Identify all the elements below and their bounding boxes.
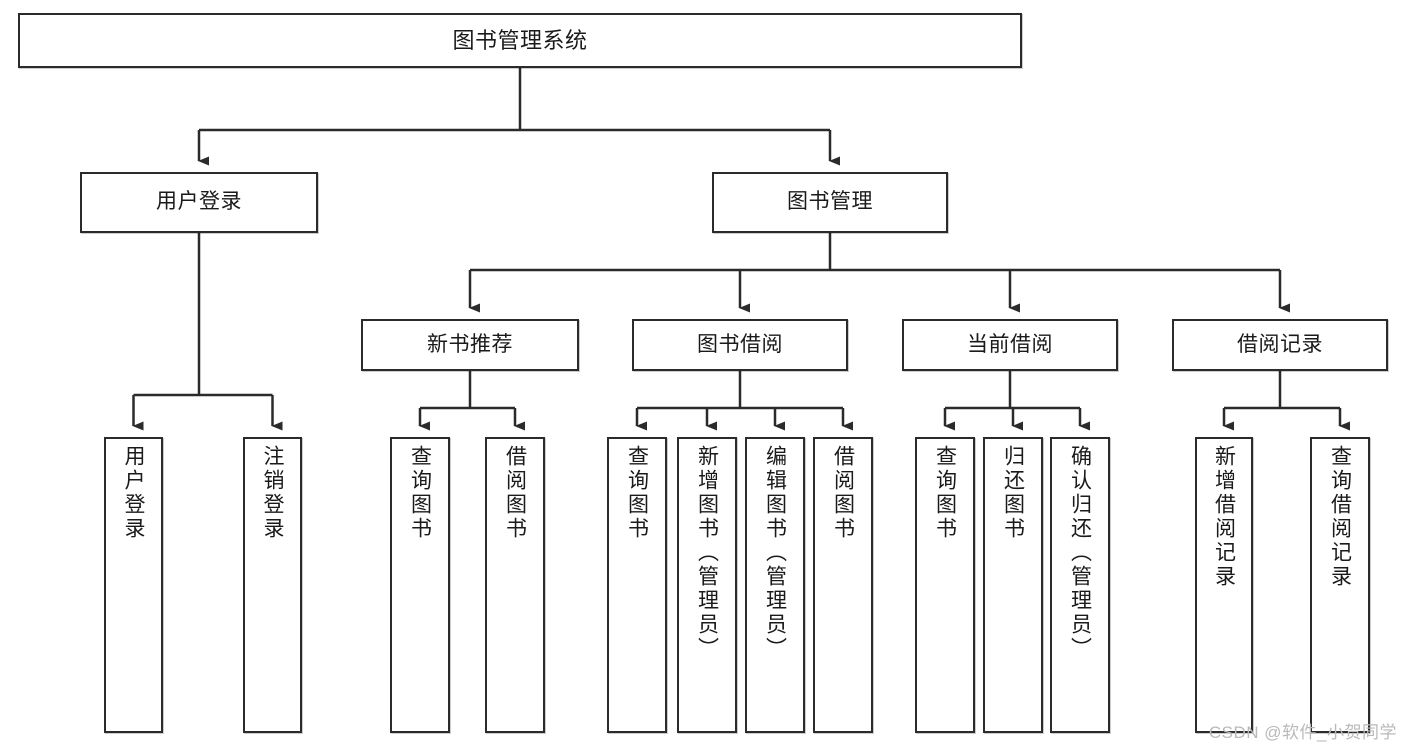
node-leaf-return-book[interactable]: 归还图书 — [983, 437, 1043, 733]
node-label-leaf-add-record: 新增借阅记录 — [1212, 445, 1236, 589]
node-label-leaf-edit-book: 编辑图书（管理员） — [763, 445, 787, 661]
node-label-leaf-borrow-book-1: 借阅图书 — [503, 445, 527, 541]
node-label-new-book-rec: 新书推荐 — [427, 332, 513, 356]
csdn-watermark: CSDN @软件_小贺同学 — [1208, 723, 1397, 742]
node-leaf-user-login[interactable]: 用户登录 — [104, 437, 163, 733]
node-label-leaf-confirm-return: 确认归还（管理员） — [1068, 445, 1092, 661]
node-label-book-borrow: 图书借阅 — [697, 332, 783, 356]
node-label-user-login: 用户登录 — [156, 190, 242, 214]
node-label-leaf-query-book-3: 查询图书 — [933, 445, 957, 541]
node-label-leaf-user-login: 用户登录 — [122, 445, 145, 541]
node-label-leaf-add-book: 新增图书（管理员） — [695, 445, 719, 661]
node-label-leaf-borrow-book-2: 借阅图书 — [831, 445, 855, 541]
node-leaf-borrow-book-1[interactable]: 借阅图书 — [485, 437, 545, 733]
node-book-manage[interactable]: 图书管理 — [712, 172, 948, 233]
node-label-root: 图书管理系统 — [452, 27, 588, 53]
node-current-borrow[interactable]: 当前借阅 — [902, 319, 1118, 371]
node-leaf-query-book-1[interactable]: 查询图书 — [390, 437, 450, 733]
node-label-leaf-query-book-2: 查询图书 — [625, 445, 649, 541]
node-leaf-user-logout[interactable]: 注销登录 — [243, 437, 302, 733]
node-leaf-query-record[interactable]: 查询借阅记录 — [1310, 437, 1370, 733]
node-label-leaf-query-book-1: 查询图书 — [408, 445, 432, 541]
node-label-leaf-query-record: 查询借阅记录 — [1328, 445, 1352, 589]
node-label-book-manage: 图书管理 — [787, 190, 873, 214]
node-root[interactable]: 图书管理系统 — [18, 13, 1022, 68]
node-leaf-confirm-return[interactable]: 确认归还（管理员） — [1050, 437, 1110, 733]
node-leaf-borrow-book-2[interactable]: 借阅图书 — [813, 437, 873, 733]
node-leaf-add-record[interactable]: 新增借阅记录 — [1195, 437, 1253, 733]
node-label-leaf-user-logout: 注销登录 — [261, 445, 284, 541]
node-new-book-rec[interactable]: 新书推荐 — [361, 319, 579, 371]
node-leaf-query-book-2[interactable]: 查询图书 — [607, 437, 667, 733]
node-borrow-record[interactable]: 借阅记录 — [1172, 319, 1388, 371]
node-book-borrow[interactable]: 图书借阅 — [632, 319, 848, 371]
node-label-borrow-record: 借阅记录 — [1237, 332, 1323, 356]
node-label-current-borrow: 当前借阅 — [967, 332, 1053, 356]
node-leaf-add-book[interactable]: 新增图书（管理员） — [677, 437, 737, 733]
node-leaf-edit-book[interactable]: 编辑图书（管理员） — [745, 437, 805, 733]
node-user-login[interactable]: 用户登录 — [80, 172, 318, 233]
node-leaf-query-book-3[interactable]: 查询图书 — [915, 437, 975, 733]
node-label-leaf-return-book: 归还图书 — [1001, 445, 1025, 541]
